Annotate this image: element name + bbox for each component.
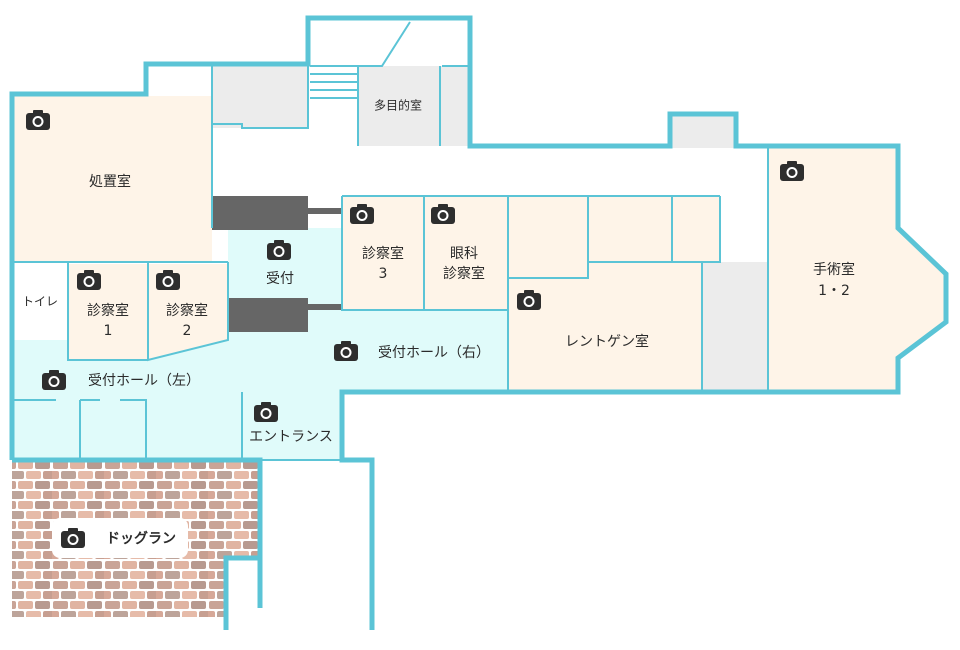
surgery-room-number: 1・2	[818, 283, 850, 299]
camera-icon[interactable]	[350, 204, 374, 224]
hall-right-label: 受付ホール（右）	[378, 345, 490, 361]
storage-gray	[702, 262, 768, 390]
reception-desk-upper	[212, 196, 308, 230]
exam-room-3-label: 診察室	[362, 245, 404, 262]
multipurpose-room-label: 多目的室	[374, 98, 422, 113]
exam-room-2-label: 診察室	[166, 302, 208, 319]
dogrun-label-pill	[52, 518, 188, 558]
camera-icon[interactable]	[780, 161, 804, 181]
camera-icon[interactable]	[26, 110, 50, 130]
reception-label: 受付	[266, 271, 294, 287]
eye-exam-room-label: 眼科	[450, 246, 478, 262]
hall-right-floor	[340, 310, 508, 390]
multipurpose-room-floor	[358, 66, 442, 146]
staircase	[310, 65, 358, 99]
camera-icon[interactable]	[517, 290, 541, 310]
camera-icon[interactable]	[61, 528, 85, 548]
camera-icon[interactable]	[267, 240, 291, 260]
camera-icon[interactable]	[254, 402, 278, 422]
camera-icon[interactable]	[42, 370, 66, 390]
camera-icon[interactable]	[77, 270, 101, 290]
camera-icon[interactable]	[156, 270, 180, 290]
exam-room-3-number: 3	[379, 266, 388, 282]
stairwell-gray	[212, 66, 308, 128]
xray-room-label: レントゲン室	[565, 333, 649, 350]
eye-exam-room-label-2: 診察室	[443, 265, 485, 282]
toilet-floor	[12, 264, 68, 340]
camera-icon[interactable]	[334, 341, 358, 361]
exterior-walls	[9, 15, 949, 630]
treatment-room-label: 処置室	[89, 173, 131, 190]
interior-walls	[12, 21, 769, 461]
exam-room-2-number: 2	[183, 323, 192, 339]
camera-icon[interactable]	[431, 204, 455, 224]
hall-left-label: 受付ホール（左）	[88, 373, 200, 389]
xray-room-floor	[508, 262, 702, 390]
entrance-label: エントランス	[249, 429, 333, 445]
dogrun-label: ドッグラン	[106, 530, 176, 547]
toilet-label: トイレ	[22, 295, 58, 309]
reception-desk-lower	[228, 298, 308, 332]
surgery-room-floor	[768, 148, 946, 390]
dogrun-area-lower	[12, 558, 227, 617]
exam-room-1-label: 診察室	[87, 302, 129, 319]
surgery-room-label: 手術室	[813, 261, 855, 278]
reception-hall-floor	[12, 228, 342, 460]
exam-room-1-number: 1	[104, 323, 113, 339]
